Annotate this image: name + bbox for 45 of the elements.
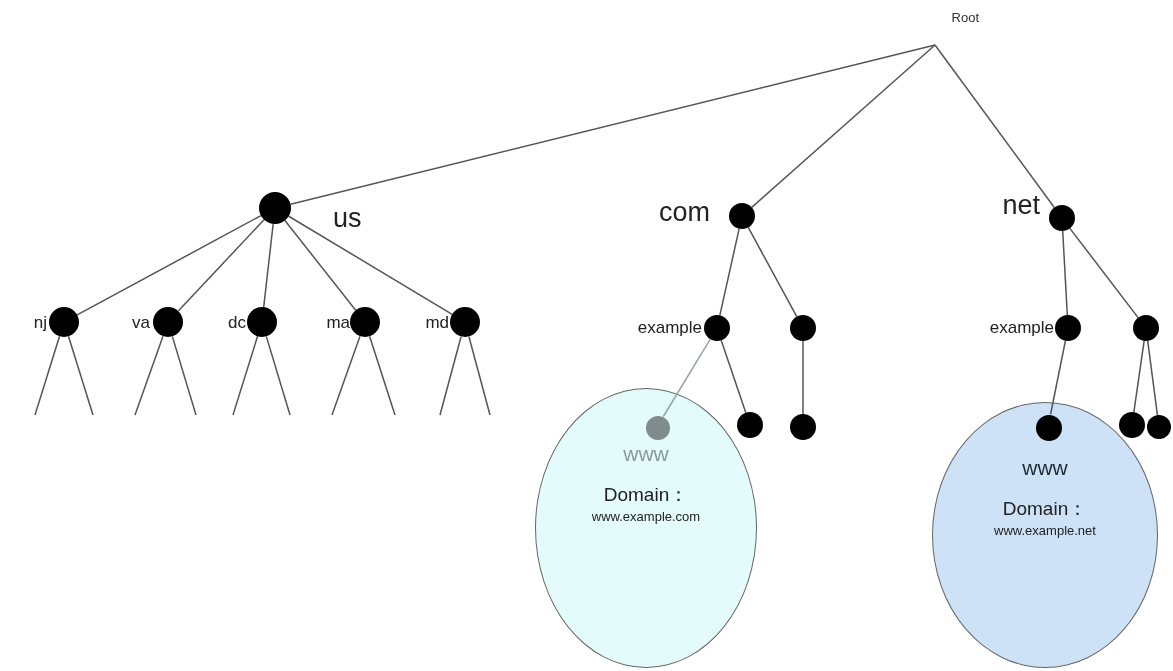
- domain-text: www: [1022, 455, 1068, 481]
- root-label: Root: [951, 9, 979, 27]
- tree-branch-line: [1049, 340, 1067, 415]
- tree-branch-line: [331, 335, 361, 416]
- node-label: md: [425, 313, 449, 331]
- node-label: net: [1002, 191, 1040, 219]
- domain-text: www: [623, 441, 669, 467]
- tree-branch-line: [265, 335, 291, 416]
- tree-branch-line: [1061, 230, 1069, 316]
- domain-text: www.example.net: [994, 523, 1096, 540]
- tree-branch-line: [289, 44, 936, 205]
- node-label: com: [659, 198, 710, 226]
- node-label: example: [989, 318, 1054, 336]
- domain-text: www.example.com: [591, 509, 701, 526]
- tree-branch-line: [1133, 340, 1145, 413]
- node-label: us: [333, 204, 362, 232]
- tree-branch-line: [802, 340, 804, 415]
- node-label: nj: [33, 313, 47, 331]
- domain-text: Domain：: [603, 483, 689, 507]
- tree-branch-line: [751, 44, 936, 209]
- node-label: va: [132, 313, 150, 331]
- tree-branch-line: [468, 335, 491, 416]
- tree-branch-line: [720, 339, 747, 414]
- tree-branch-line: [719, 227, 740, 317]
- tree-branch-line: [368, 335, 396, 416]
- tree-branch-line: [34, 335, 61, 416]
- tree-branch-line: [1069, 227, 1139, 319]
- tree-branch-line: [1146, 340, 1159, 416]
- tree-branch-line: [262, 223, 274, 308]
- tree-branch-line: [287, 215, 453, 316]
- tree-branch-line: [747, 226, 798, 318]
- domain-text: Domain：: [1002, 497, 1088, 521]
- tree-branch-line: [284, 219, 357, 311]
- tree-branch-line: [76, 214, 262, 316]
- node-label: example: [637, 318, 702, 336]
- tree-branch-line: [934, 44, 1056, 209]
- tree-branch-line: [177, 218, 265, 312]
- tree-branch-line: [232, 335, 259, 416]
- tree-branch-line: [439, 335, 462, 416]
- node-label: ma: [326, 313, 350, 331]
- tree-branch-line: [662, 338, 711, 418]
- tree-branch-line: [134, 335, 164, 416]
- tree-branch-line: [67, 335, 94, 416]
- tree-branch-line: [171, 335, 197, 416]
- node-label: dc: [228, 313, 246, 331]
